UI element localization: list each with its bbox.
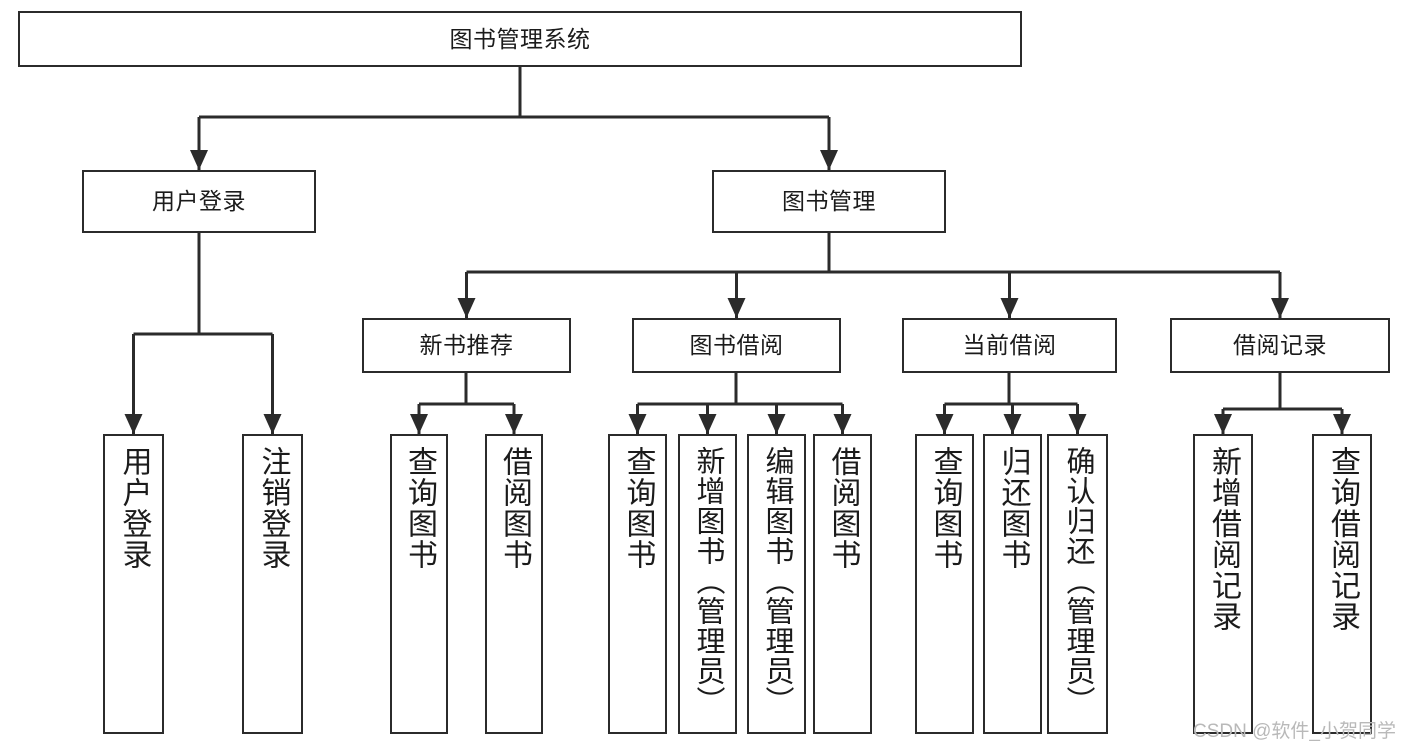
- arrowhead-leaf-confirm-return-admin: [1068, 414, 1087, 434]
- node-leaf-return-book[interactable]: 归还图书: [983, 434, 1042, 734]
- node-root[interactable]: 图书管理系统: [18, 11, 1022, 67]
- node-label: 图书借阅: [689, 332, 784, 359]
- node-label: 当前借阅: [962, 332, 1057, 359]
- node-leaf-confirm-return-admin[interactable]: 确认归还（管理员）: [1047, 434, 1108, 734]
- node-label: 新书推荐: [419, 332, 514, 359]
- node-label: 新增图书（管理员）: [692, 446, 724, 716]
- arrowhead-leaf-edit-book-admin: [767, 414, 786, 434]
- node-label: 图书管理: [782, 188, 876, 215]
- node-book-management[interactable]: 图书管理: [712, 170, 946, 233]
- node-leaf-query-book-current[interactable]: 查询图书: [915, 434, 974, 734]
- arrowhead-book-borrow: [727, 298, 746, 318]
- node-leaf-query-book-borrow[interactable]: 查询图书: [608, 434, 667, 734]
- node-label: 编辑图书（管理员）: [761, 446, 793, 716]
- arrowhead-leaf-query-book-recommend: [410, 414, 428, 434]
- arrowhead-user-login: [190, 150, 208, 170]
- node-leaf-add-borrow-record[interactable]: 新增借阅记录: [1193, 434, 1253, 734]
- node-leaf-user-login[interactable]: 用户登录: [103, 434, 164, 734]
- node-leaf-query-book-recommend[interactable]: 查询图书: [390, 434, 448, 734]
- node-label: 查询图书: [403, 446, 436, 570]
- arrowhead-leaf-user-login: [124, 414, 143, 434]
- arrowhead-book-management: [820, 150, 838, 170]
- node-label: 用户登录: [117, 446, 151, 570]
- node-label: 归还图书: [996, 446, 1030, 570]
- node-label: 新增借阅记录: [1207, 446, 1240, 632]
- node-label: 注销登录: [256, 446, 290, 570]
- node-leaf-query-borrow-record[interactable]: 查询借阅记录: [1312, 434, 1372, 734]
- node-book-borrow[interactable]: 图书借阅: [632, 318, 841, 373]
- node-label: 查询借阅记录: [1326, 446, 1359, 632]
- node-leaf-borrow-book[interactable]: 借阅图书: [813, 434, 872, 734]
- node-label: 图书管理系统: [449, 25, 591, 52]
- node-label: 用户登录: [152, 188, 246, 215]
- arrowhead-leaf-query-book-current: [935, 414, 954, 434]
- arrowhead-leaf-borrow-book-recommend: [505, 414, 523, 434]
- arrowhead-leaf-return-book: [1003, 414, 1022, 434]
- node-leaf-edit-book-admin[interactable]: 编辑图书（管理员）: [747, 434, 806, 734]
- node-user-login[interactable]: 用户登录: [82, 170, 316, 233]
- node-label: 借阅记录: [1233, 332, 1327, 359]
- arrowhead-leaf-add-borrow-record: [1214, 414, 1232, 434]
- node-label: 确认归还（管理员）: [1062, 446, 1094, 716]
- node-label: 查询图书: [928, 446, 962, 570]
- arrowhead-leaf-add-book-admin: [698, 414, 717, 434]
- node-leaf-add-book-admin[interactable]: 新增图书（管理员）: [678, 434, 737, 734]
- arrowhead-leaf-logout: [263, 414, 282, 434]
- arrowhead-new-book-recommend: [457, 298, 476, 318]
- node-label: 借阅图书: [498, 446, 531, 570]
- arrowhead-leaf-query-borrow-record: [1333, 414, 1351, 434]
- node-leaf-logout[interactable]: 注销登录: [242, 434, 303, 734]
- node-label: 借阅图书: [826, 446, 860, 570]
- arrowhead-group: [124, 150, 1351, 434]
- node-borrow-record[interactable]: 借阅记录: [1170, 318, 1390, 373]
- arrowhead-current-borrow: [1000, 298, 1019, 318]
- arrowhead-leaf-query-book-borrow: [628, 414, 647, 434]
- node-leaf-borrow-book-recommend[interactable]: 借阅图书: [485, 434, 543, 734]
- node-label: 查询图书: [621, 446, 655, 570]
- node-new-book-recommend[interactable]: 新书推荐: [362, 318, 571, 373]
- arrowhead-leaf-borrow-book: [833, 414, 852, 434]
- node-current-borrow[interactable]: 当前借阅: [902, 318, 1117, 373]
- arrowhead-borrow-record: [1271, 298, 1289, 318]
- edge-group: [132, 67, 1344, 434]
